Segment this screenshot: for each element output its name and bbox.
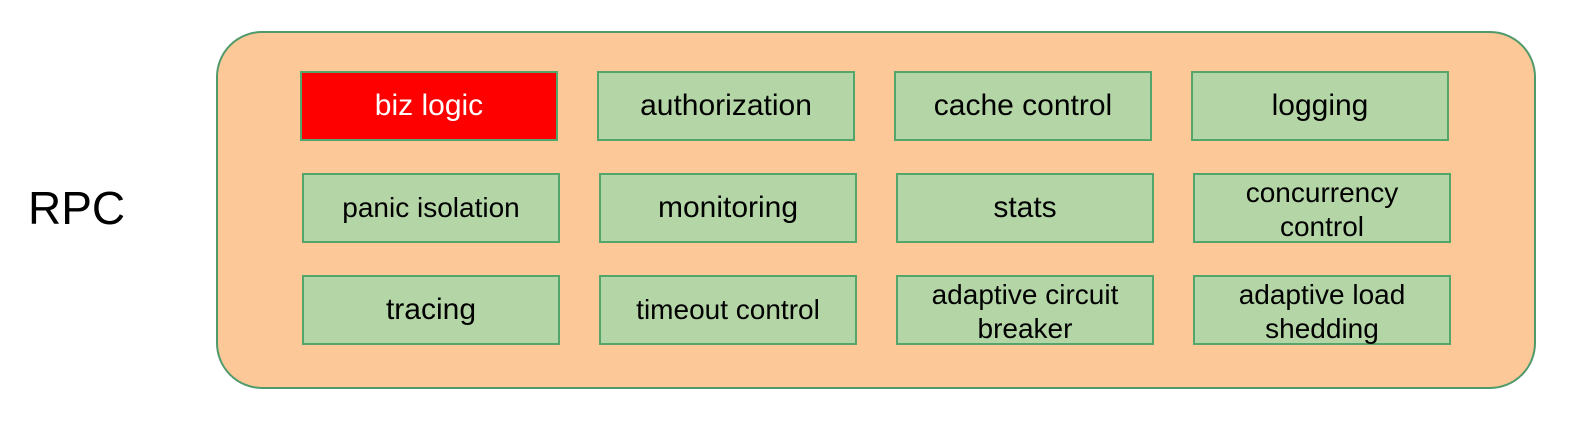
box-adaptive-load-shedding: adaptive load shedding <box>1193 275 1451 345</box>
box-authorization: authorization <box>597 71 855 141</box>
box-tracing: tracing <box>302 275 560 345</box>
box-cache-control: cache control <box>894 71 1152 141</box>
box-panic-isolation: panic isolation <box>302 173 560 243</box>
box-biz-logic: biz logic <box>300 71 558 141</box>
box-stats: stats <box>896 173 1154 243</box>
box-adaptive-circuit-breaker: adaptive circuit breaker <box>896 275 1154 345</box>
box-logging: logging <box>1191 71 1449 141</box>
rpc-label: RPC <box>28 182 126 234</box>
box-timeout-control: timeout control <box>599 275 857 345</box>
middleware-container: biz logic authorization cache control lo… <box>216 31 1536 389</box>
box-monitoring: monitoring <box>599 173 857 243</box>
box-concurrency-control: concurrency control <box>1193 173 1451 243</box>
